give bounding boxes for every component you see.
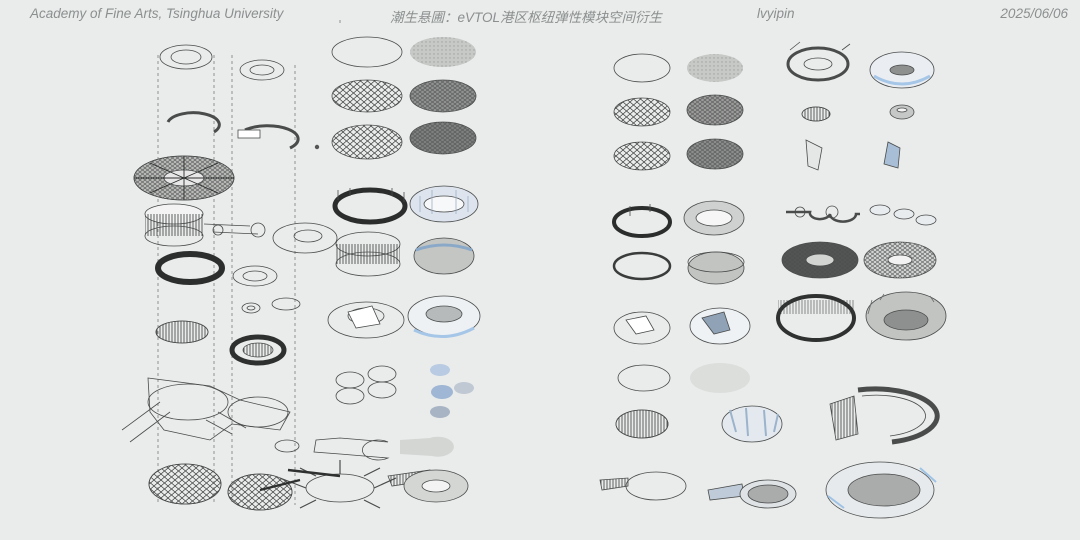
date-label: 2025/06/06 <box>1000 6 1068 21</box>
ring-floor-disk <box>133 155 235 201</box>
board-title: 潮生悬圃：eVTOL港区枢纽弹性模块空间衍生 <box>390 10 663 25</box>
exploded-axonometric <box>121 20 469 511</box>
dashed-guides <box>157 20 341 505</box>
author-label: lvyipin <box>757 6 795 21</box>
component-catalog-right <box>599 41 947 519</box>
marker-dot <box>314 144 320 150</box>
institution-label: Academy of Fine Arts, Tsinghua Universit… <box>30 6 284 21</box>
radial-stair-structure <box>259 460 397 509</box>
component-catalog-middle <box>313 36 481 461</box>
